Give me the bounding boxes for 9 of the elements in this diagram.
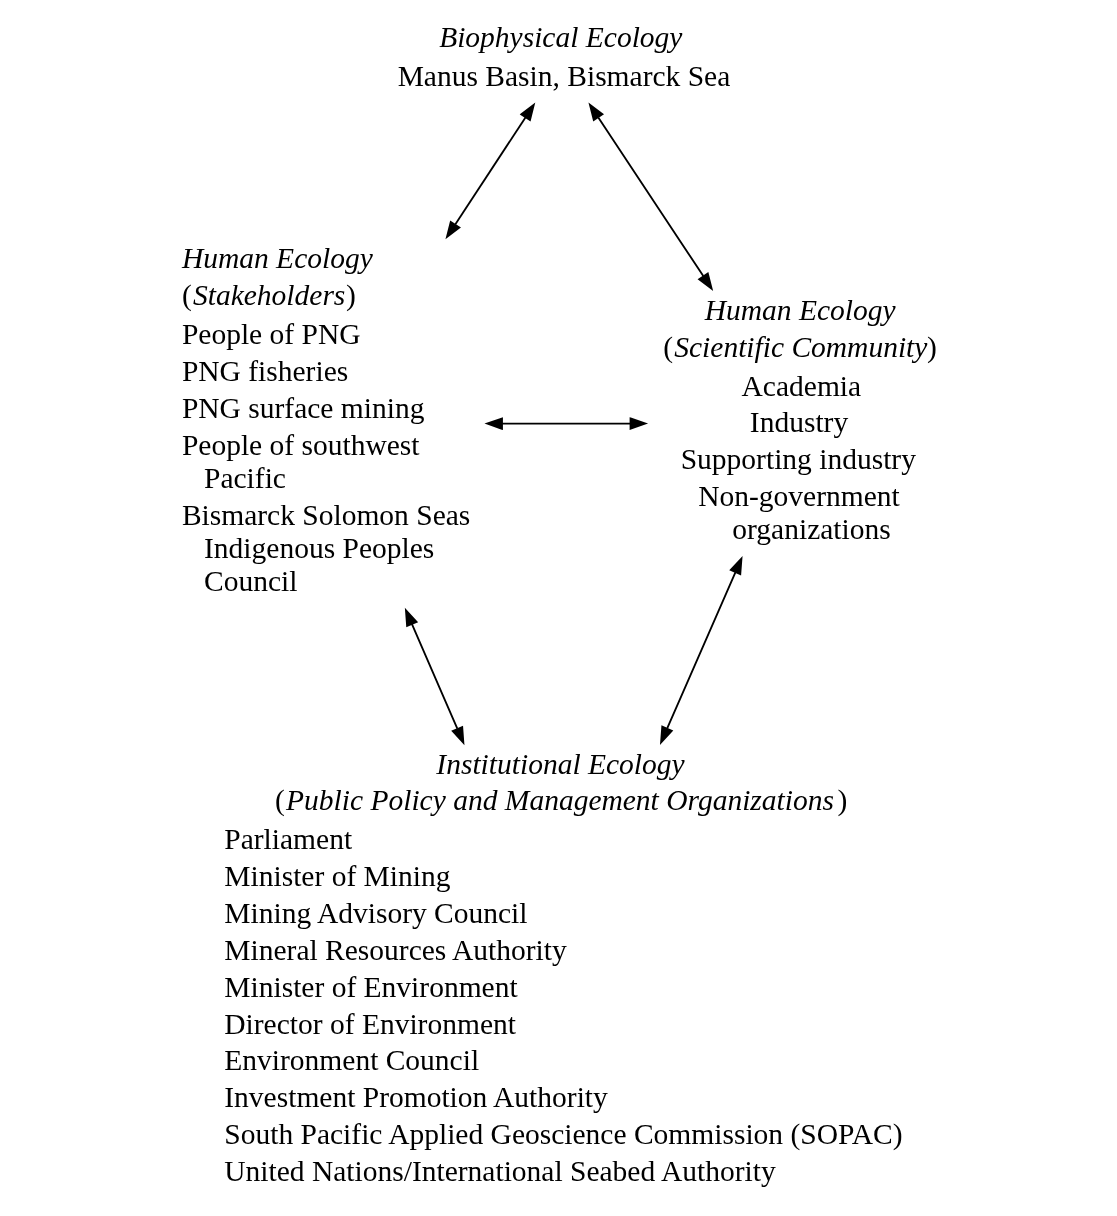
arrow: [404, 607, 464, 746]
arrow: [444, 102, 535, 240]
node-text: Human Ecology (Scientific Community) Academia Industry Supporting industry Non-government organizations: [662, 293, 937, 546]
arrow: [483, 417, 648, 431]
arrow: [659, 555, 743, 745]
arrow: [587, 102, 713, 291]
node-text: Biophysical Ecology Manus Basin, Bismarck Sea: [397, 21, 730, 92]
node-text: Institutional Ecology (Public Policy and Management Organizations) Parliament Minister of Mining Mining Advisory Council Mineral Resources Authority Minister of Environment Director of Environment Environment Council Investment Promotion Authority South Pacific Applied Geoscience Commission (SOPAC) United Nations/International Seabed Authority: [223, 747, 903, 1188]
node-text: Human Ecology (Stakeholders) People of PNG PNG fisheries PNG surface mining People of southwest Pacific Bismarck Solomon Seas Indigenous Peoples Council: [181, 242, 470, 598]
